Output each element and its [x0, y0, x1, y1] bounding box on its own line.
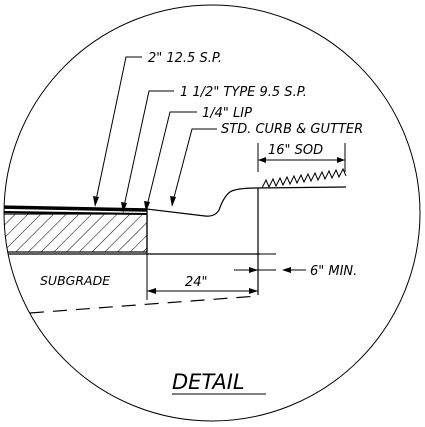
width-arrow-right	[249, 288, 258, 294]
width-label: 24"	[185, 275, 208, 290]
depth-arrow-left	[249, 267, 258, 273]
sod-arrow-right	[337, 157, 345, 163]
grass-marks	[261, 167, 347, 189]
leader-lip-arrow	[144, 201, 150, 212]
label-lip: 1/4" LIP	[202, 106, 252, 121]
depth-label: 6" MIN.	[310, 264, 357, 279]
label-surface-course: 2" 12.5 S.P.	[148, 51, 222, 66]
base-layer	[4, 211, 148, 215]
detail-title: DETAIL	[172, 370, 245, 394]
sod-label: 16" SOD	[268, 143, 323, 158]
leader-lip	[145, 111, 197, 211]
subgrade-label: SUBGRADE	[40, 273, 110, 288]
leader-surface-arrow	[93, 196, 99, 207]
label-base-course: 1 1/2" TYPE 9.5 S.P.	[180, 85, 307, 100]
sod-arrow-left	[258, 157, 266, 163]
base-hatch	[4, 213, 148, 253]
leader-base-arrow	[121, 202, 127, 213]
leader-curb	[171, 128, 217, 206]
sod-line	[257, 186, 347, 189]
leader-surface	[94, 56, 142, 206]
subgrade-limit-dashed	[29, 295, 259, 314]
width-arrow-left	[147, 288, 156, 294]
depth-arrow-right	[282, 267, 291, 273]
leader-base	[122, 90, 174, 212]
label-curb: STD. CURB & GUTTER	[221, 122, 363, 137]
leader-curb-arrow	[170, 196, 176, 207]
curb-gutter-profile	[146, 187, 259, 295]
